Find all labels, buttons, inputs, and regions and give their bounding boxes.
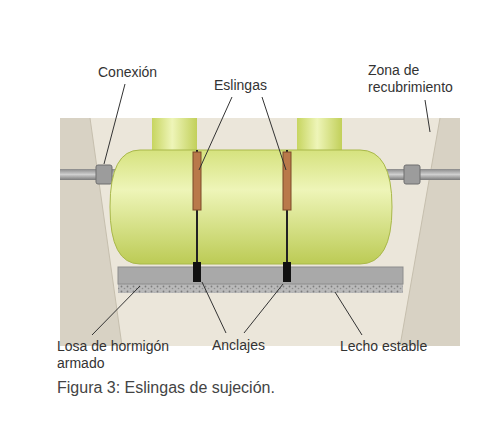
figure-caption: Figura 3: Eslingas de sujeción. (57, 378, 477, 397)
part-label: Conexión (98, 64, 188, 81)
part-label: Lecho estable (340, 338, 460, 355)
part-label: Zona de recubrimiento (368, 62, 488, 96)
part-label: Anclajes (212, 337, 292, 354)
part-label: Eslingas (214, 77, 294, 94)
part-label: Losa de hormigón armado (57, 338, 187, 372)
